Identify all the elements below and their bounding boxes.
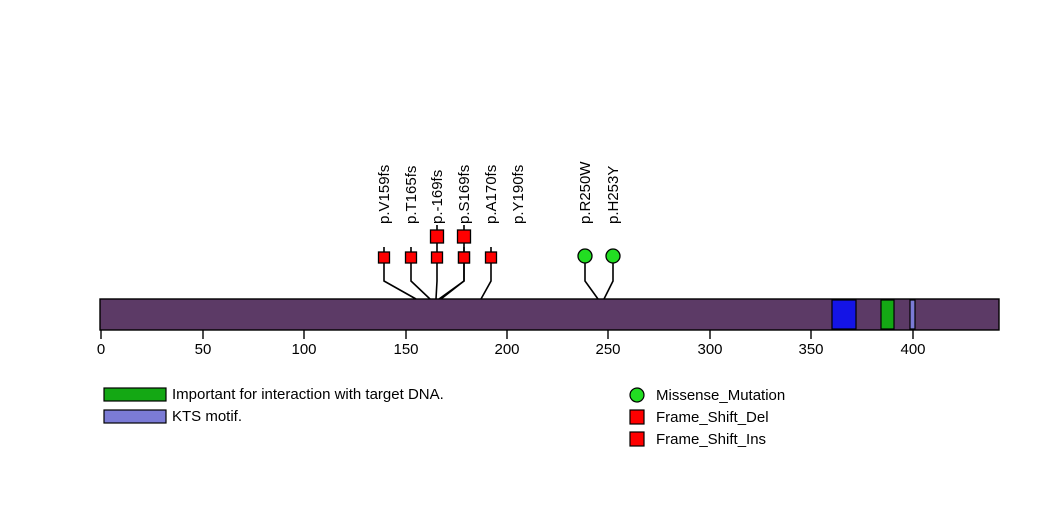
mutation-legend-label-missense: Missense_Mutation [656,387,785,404]
marker-p-T165fs[interactable] [404,251,418,264]
domain-legend-label-0: Important for interaction with target DN… [172,386,444,403]
protein-backbone-group [99,298,1000,331]
mutation-label-p-H253Y: p.H253Y [605,166,622,224]
stem-p-R250W [584,262,599,300]
mutation-legend-swatch-missense [629,387,645,403]
stem-p-H253Y [603,262,614,300]
mutation-labels-group: p.V159fs p.T165fs p.-169fs p.S169fs p.A1… [376,161,622,224]
mutation-label-p-V159fs: p.V159fs [376,165,393,224]
mutation-label-p-T165fs: p.T165fs [403,166,420,224]
marker-p-S169fs-upper[interactable] [456,229,472,244]
stem-p--169fs [435,225,438,300]
mutation-legend: Missense_Mutation Frame_Shift_Del Frame_… [629,387,785,448]
domain-important-for-interaction-with-target-dna[interactable] [880,299,895,330]
marker-p-A170fs[interactable] [457,251,471,264]
x-axis-group: 0 50 100 150 200 250 300 350 400 [97,330,926,358]
axis-tick-label-200: 200 [494,341,519,358]
mutation-label-p--169fs: p.-169fs [429,170,446,224]
protein-backbone [99,298,1000,331]
axis-tick-label-250: 250 [595,341,620,358]
mutation-legend-label-frame-shift-ins: Frame_Shift_Ins [656,431,766,448]
domain-zinc-finger-region[interactable] [831,299,857,330]
mutation-legend-swatch-frame-shift-del [629,409,645,425]
marker-p--169fs-upper[interactable] [429,229,445,244]
marker-p-H253Y[interactable] [605,248,621,264]
domain-legend-swatch-1 [103,409,167,424]
lollipop-stems-group [383,225,614,300]
marker-p-V159fs[interactable] [377,251,391,264]
marker-p--169fs-lower[interactable] [430,251,444,264]
mutation-label-p-Y190fs: p.Y190fs [510,165,527,224]
mutation-label-p-S169fs: p.S169fs [456,165,473,224]
mutation-legend-swatch-frame-shift-ins [629,431,645,447]
domain-legend-label-1: KTS motif. [172,408,242,425]
axis-tick-label-0: 0 [97,341,105,358]
axis-tick-label-100: 100 [291,341,316,358]
marker-p-Y190fs[interactable] [484,251,498,264]
axis-tick-label-50: 50 [195,341,212,358]
domain-legend: Important for interaction with target DN… [103,386,444,425]
domain-legend-swatch-0 [103,387,167,402]
marker-p-R250W[interactable] [577,248,593,264]
mutation-label-p-A170fs: p.A170fs [483,165,500,224]
mutation-legend-label-frame-shift-del: Frame_Shift_Del [656,409,769,426]
axis-tick-label-400: 400 [900,341,925,358]
lollipop-markers-group [377,229,621,264]
domain-kts-motif[interactable] [909,299,916,330]
mutation-label-p-R250W: p.R250W [577,161,594,224]
axis-tick-label-300: 300 [697,341,722,358]
axis-tick-label-350: 350 [798,341,823,358]
axis-tick-label-150: 150 [393,341,418,358]
